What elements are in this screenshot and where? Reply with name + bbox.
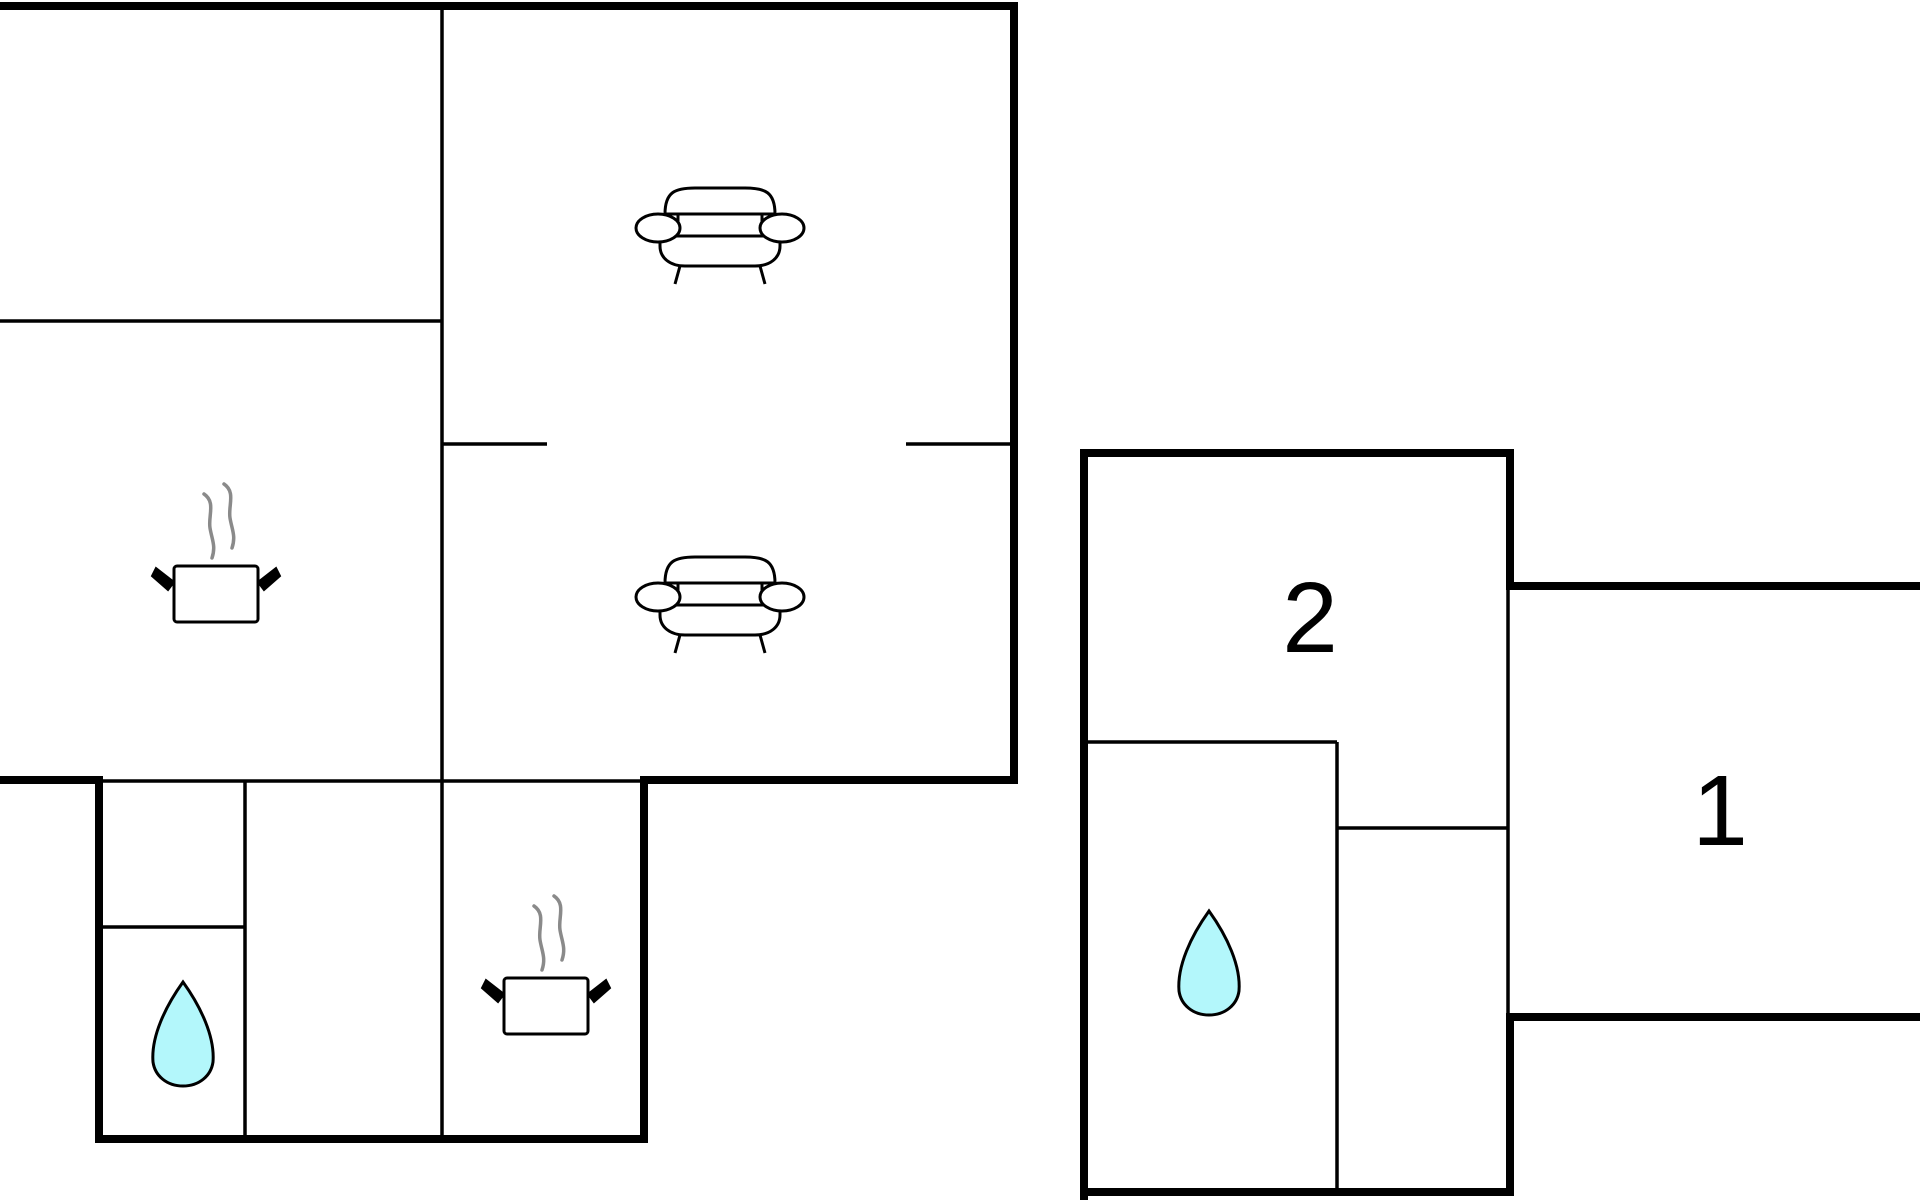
cooking-pot-icon	[480, 894, 612, 1036]
room-label-2: 2	[1282, 562, 1338, 674]
cooking-pot-icon	[150, 482, 282, 624]
left-building-outer-wall	[0, 2, 1018, 1143]
sofa-icon	[634, 186, 806, 286]
right-building-outer-wall	[1080, 1013, 1920, 1196]
left-building	[0, 2, 1018, 1143]
water-drop-icon	[151, 980, 215, 1088]
right-building-outer-wall	[1080, 449, 1920, 1200]
water-drop-icon	[1177, 909, 1241, 1017]
right-building: 2 1	[1080, 449, 1920, 1200]
room-label-1: 1	[1692, 755, 1748, 867]
sofa-icon	[634, 555, 806, 655]
